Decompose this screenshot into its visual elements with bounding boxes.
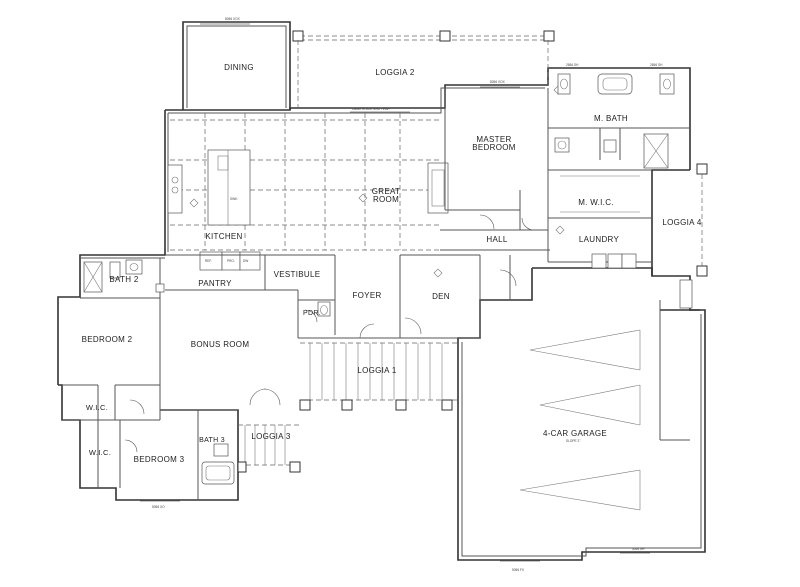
label-great: GREAT bbox=[372, 187, 400, 196]
label-4-car-garage: 4-CAR GARAGE bbox=[543, 429, 607, 438]
post bbox=[237, 461, 247, 473]
label-pdr: PDR. bbox=[303, 310, 321, 317]
bathtub bbox=[597, 73, 633, 95]
label-bath-3: BATH 3 bbox=[199, 437, 225, 444]
label-master: MASTER bbox=[476, 135, 511, 144]
loggia-2 bbox=[292, 30, 555, 108]
post bbox=[395, 399, 407, 411]
west-wing bbox=[62, 384, 301, 502]
note-garage-bottom: 5056 FX bbox=[512, 568, 525, 572]
label-wic-lower: W.I.C. bbox=[89, 448, 111, 457]
label-kitchen: KITCHEN bbox=[205, 232, 242, 241]
note-stack-door: 16080 STACK SGD TEMP. bbox=[352, 107, 390, 111]
label-bonus-room: BONUS ROOM bbox=[191, 340, 250, 349]
label-bedroom-3: BEDROOM 3 bbox=[134, 455, 185, 464]
label-bath-2: BATH 2 bbox=[109, 275, 138, 284]
garage bbox=[500, 279, 693, 562]
label-den: DEN bbox=[432, 292, 450, 301]
post bbox=[696, 265, 708, 277]
note-slope: SLOPE 2" bbox=[566, 439, 580, 443]
label-loggia-3: LOGGIA 3 bbox=[251, 432, 291, 441]
note-window-mbath-left: 2656 SH bbox=[566, 63, 579, 67]
exterior-walls bbox=[57, 21, 706, 561]
label-m-wic: M. W.I.C. bbox=[578, 198, 614, 207]
note-dw: DW bbox=[243, 259, 248, 263]
label-foyer: FOYER bbox=[352, 291, 381, 300]
label-m-bath: M. BATH bbox=[594, 114, 628, 123]
kitchen-island bbox=[207, 149, 251, 226]
label-great-room: ROOM bbox=[373, 195, 399, 204]
post bbox=[299, 399, 311, 411]
hall-laundry bbox=[440, 214, 652, 269]
post bbox=[439, 30, 451, 42]
center-rooms bbox=[80, 254, 517, 420]
fireplace bbox=[427, 162, 449, 214]
label-loggia-1: LOGGIA 1 bbox=[357, 366, 397, 375]
label-wic-upper: W.I.C. bbox=[86, 403, 108, 412]
room-labels: DINING LOGGIA 2 MASTER BEDROOM M. BATH G… bbox=[82, 63, 702, 464]
post bbox=[696, 163, 708, 175]
label-laundry: LAUNDRY bbox=[579, 235, 620, 244]
post bbox=[543, 30, 555, 42]
note-garage-door: 3056 SH bbox=[632, 547, 645, 551]
post bbox=[441, 399, 453, 411]
note-pro: PRO. bbox=[227, 259, 235, 263]
note-window-master: 8056 XOX bbox=[490, 80, 506, 84]
label-dining: DINING bbox=[224, 63, 254, 72]
label-loggia-2: LOGGIA 2 bbox=[375, 68, 415, 77]
note-window-mbath-right: 2656 SH bbox=[650, 63, 663, 67]
note-bed3-bottom: 5056 XO bbox=[152, 505, 165, 509]
note-sink: SINK bbox=[230, 197, 238, 201]
master-suite bbox=[444, 73, 708, 277]
label-bedroom-2: BEDROOM 2 bbox=[82, 335, 133, 344]
label-master-bedroom: BEDROOM bbox=[472, 143, 515, 152]
note-window-dining: 8056 XOX bbox=[225, 17, 241, 21]
post bbox=[341, 399, 353, 411]
dimension-notes: 8056 XOX 8056 XOX 16080 STACK SGD TEMP. … bbox=[152, 17, 663, 572]
kitchen-great-room bbox=[167, 23, 565, 278]
post bbox=[289, 461, 301, 473]
label-pantry: PANTRY bbox=[198, 279, 232, 288]
post bbox=[292, 30, 304, 42]
label-loggia-4: LOGGIA 4 bbox=[662, 218, 702, 227]
note-refrig: REF. bbox=[205, 259, 212, 263]
bathtub-bath-3 bbox=[201, 461, 235, 485]
label-vestibule: VESTIBULE bbox=[274, 270, 321, 279]
label-hall: HALL bbox=[486, 235, 507, 244]
loggia-1 bbox=[299, 342, 458, 411]
